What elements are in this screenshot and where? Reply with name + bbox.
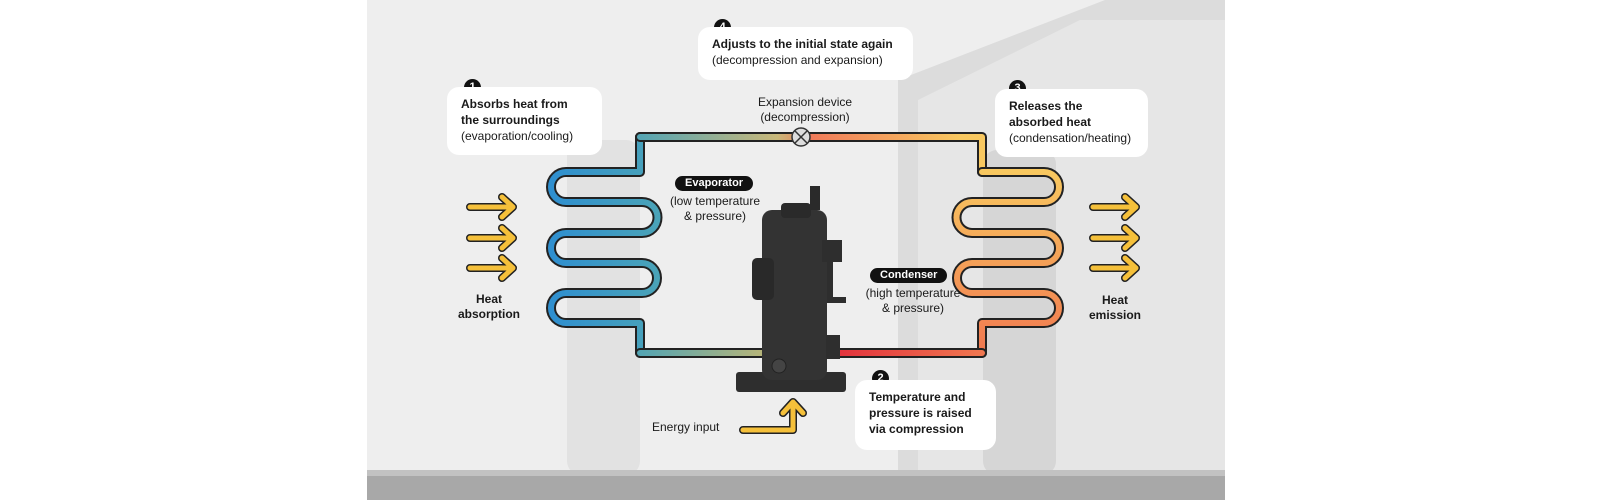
step-1-title: Absorbs heat from the surroundings [461,97,568,127]
heat-absorption-arrows [466,193,517,282]
outdoor-pillar [567,140,640,475]
refrigerant-circuit [546,132,1064,358]
evaporator-note-line1: (low temperature [669,194,761,208]
step-4-note: (decompression and expansion) [712,53,883,67]
step-3-callout: Releases the absorbed heat (condensation… [995,89,1148,157]
compressor-bolt [771,358,787,374]
expansion-device-note: (decompression) [760,110,850,124]
compressor-port [810,186,820,210]
condenser-note-line2: & pressure) [881,301,945,315]
evaporator-coil [548,134,661,356]
condenser-note-line1: (high temperature [865,286,961,300]
heat-emission-label: Heat emission [1075,293,1155,323]
top-pipe [637,134,985,175]
floor [367,474,1225,500]
expansion-device-label: Expansion device (decompression) [735,95,875,125]
expansion-valve-icon [791,127,811,147]
heat-absorption-line2: absorption [458,307,520,321]
compressor-valve [826,335,840,359]
step-4-callout: Adjusts to the initial state again (deco… [698,27,913,80]
heat-absorption-line1: Heat [475,292,502,306]
condenser-coil [953,169,1062,356]
compressor-cap [781,203,811,218]
step-1-note: (evaporation/cooling) [461,129,574,143]
evaporator-label: Evaporator [675,176,754,191]
step-4-title: Adjusts to the initial state again [712,37,893,51]
compressor-body [762,210,827,380]
step-1-callout: Absorbs heat from the surroundings (evap… [447,87,602,155]
heat-absorption-label: Heat absorption [449,292,529,322]
condenser-note: (high temperature & pressure) [853,286,973,316]
compressor-terminal-box [752,258,774,300]
step-3-note: (condensation/heating) [1009,131,1132,145]
expansion-device-name: Expansion device [757,95,853,109]
compressor-discharge-tube [826,255,846,303]
energy-input-arrow [739,398,807,434]
energy-input-label: Energy input [652,420,720,434]
step-2-callout: Temperature and pressure is raised via c… [855,380,996,450]
heat-emission-line2: emission [1088,308,1142,322]
evaporator-note-line2: & pressure) [683,209,747,223]
step-3-title: Releases the absorbed heat [1009,99,1092,129]
heat-emission-arrows [1089,193,1140,282]
condenser-label: Condenser [870,268,948,283]
heat-emission-line1: Heat [1101,293,1128,307]
compressor [736,186,846,392]
step-2-title: Temperature and pressure is raised via c… [869,390,972,436]
evaporator-note: (low temperature & pressure) [660,194,770,224]
floor-edge [367,470,1225,476]
